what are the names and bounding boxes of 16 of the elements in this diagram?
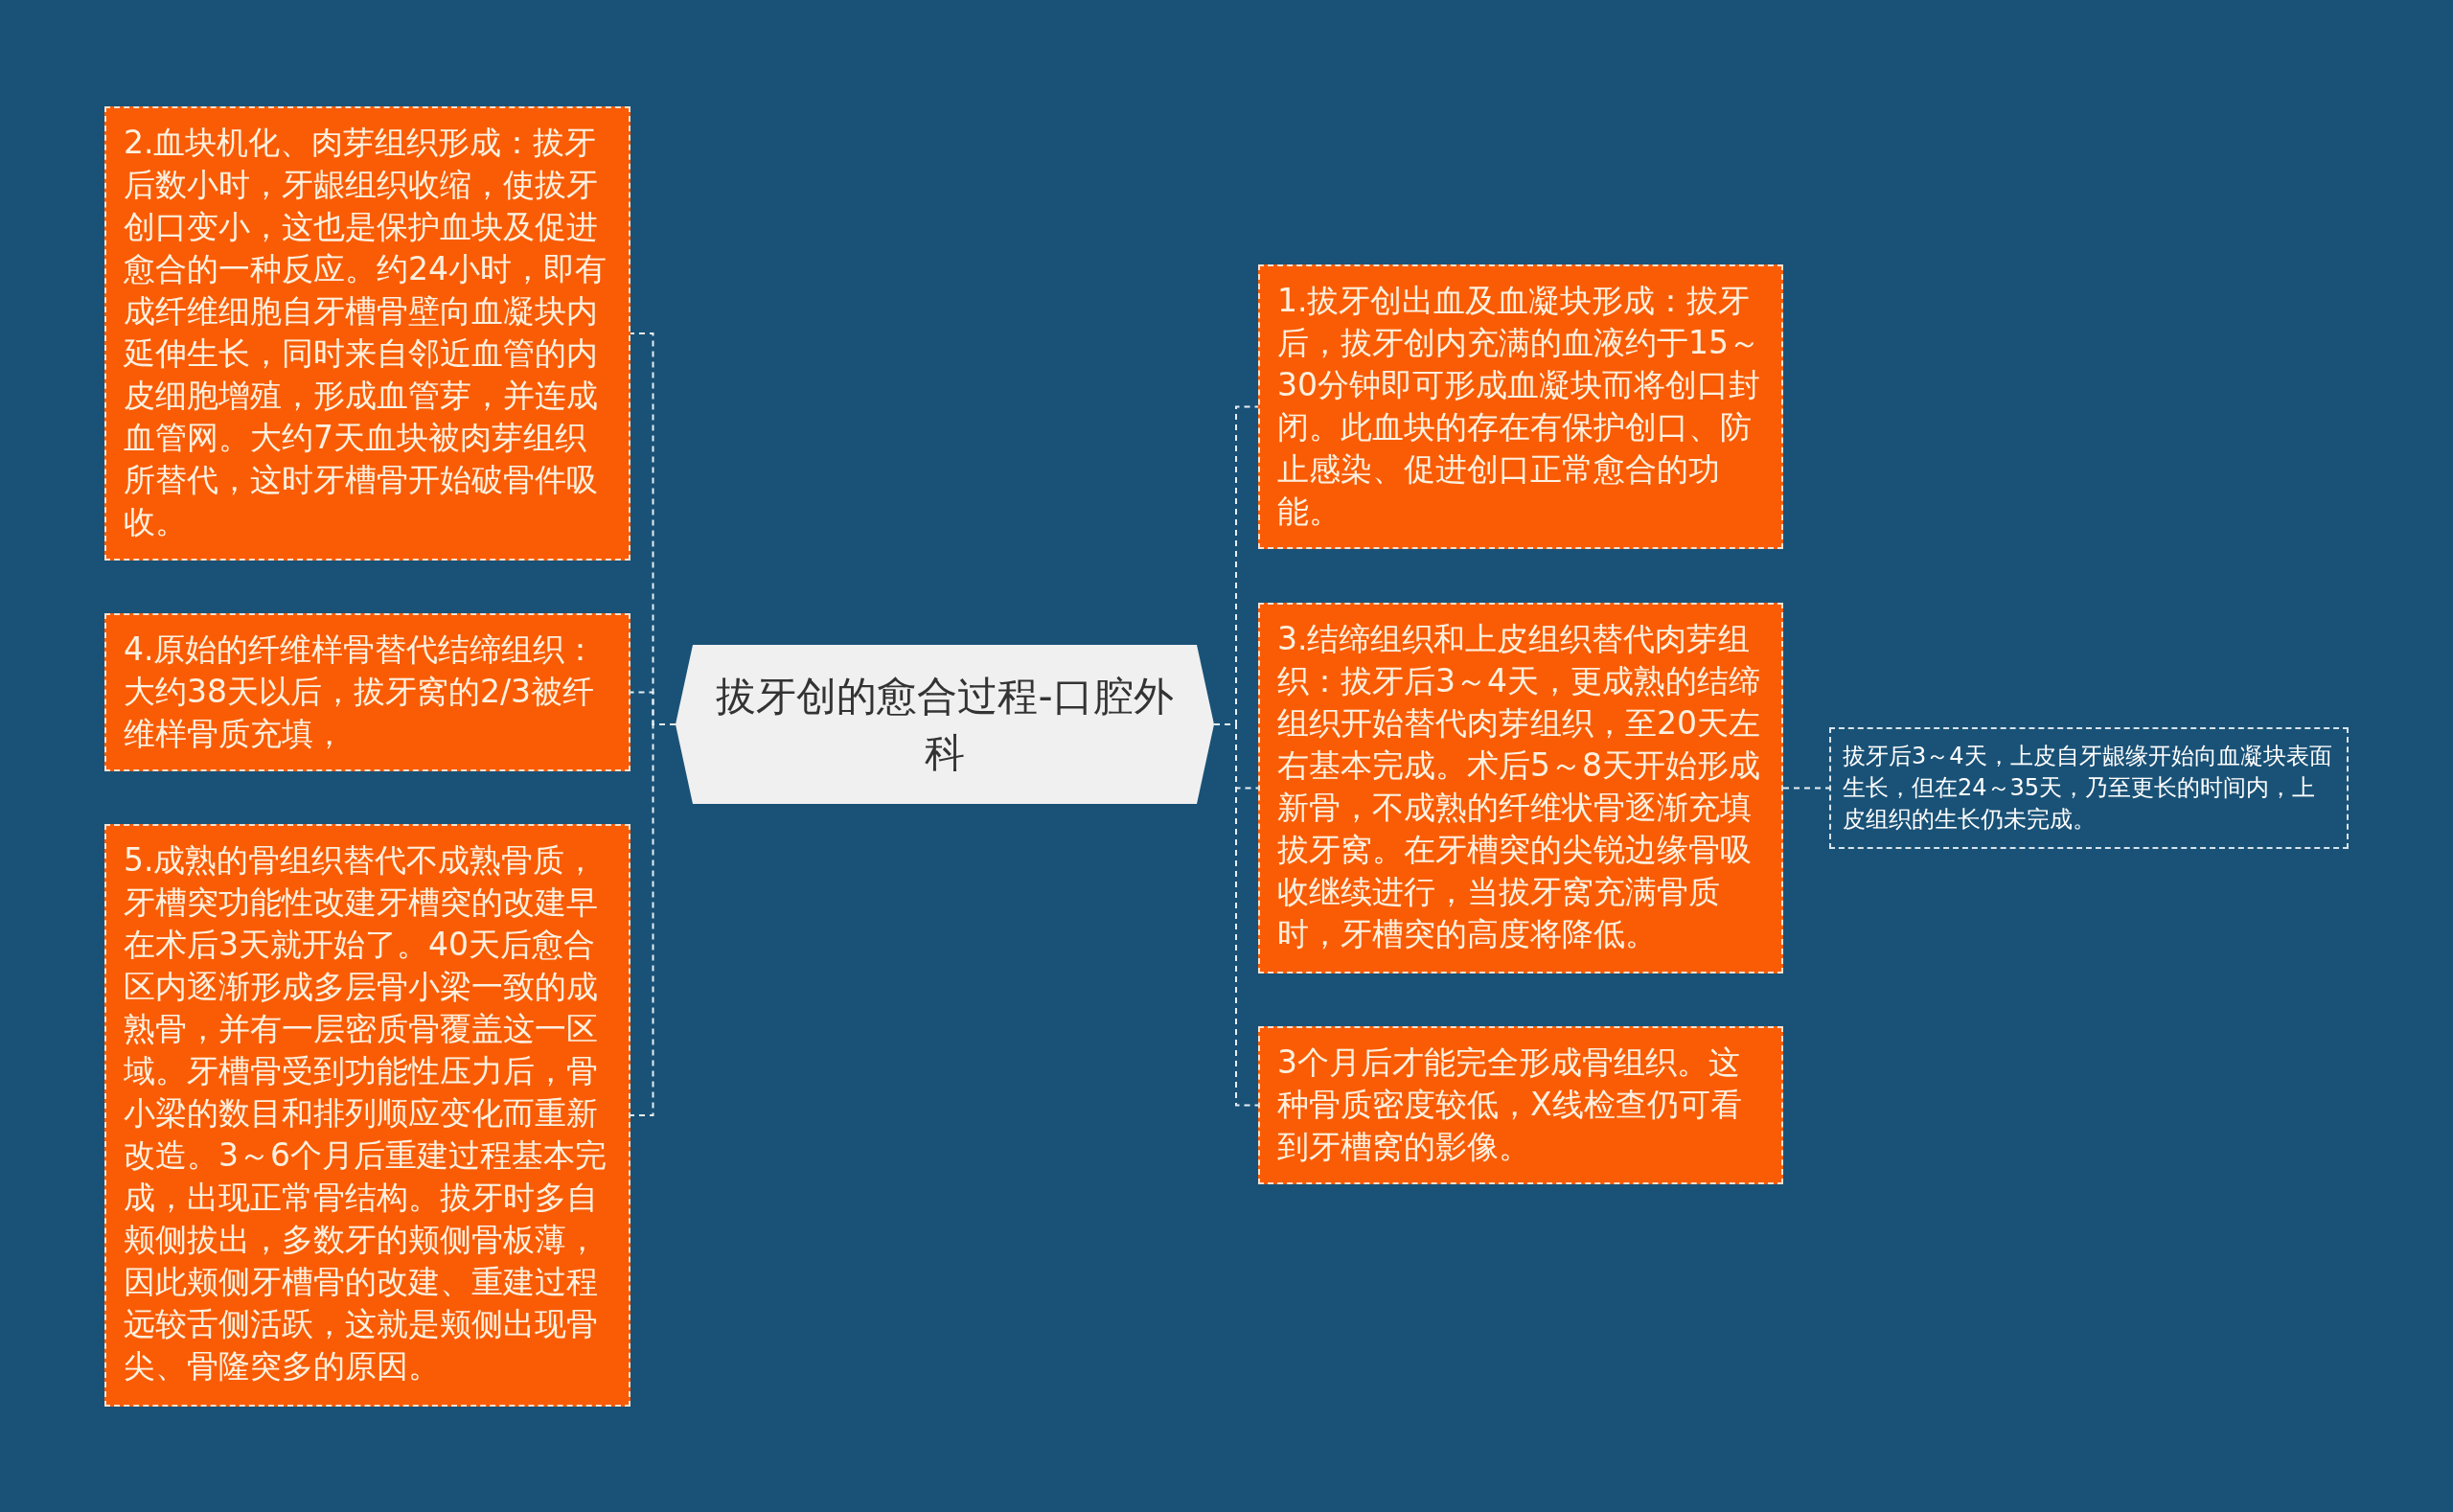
topic-text: 1.拔牙创出血及血凝块形成：拔牙后，拔牙创内充满的血液约于15～30分钟即可形成血凝块而将创口封闭。此血块的存在有保护创口、防止感染、促进创口正常愈合的功能。 bbox=[1277, 281, 1761, 532]
topic-card bbox=[104, 106, 630, 561]
topic-card bbox=[1258, 264, 1783, 549]
topic-text: 3个月后才能完全形成骨组织。这种骨质密度较低，X线检查仍可看到牙槽窝的影像。 bbox=[1277, 1042, 1743, 1167]
topic-card bbox=[1258, 1026, 1783, 1184]
note-box bbox=[1829, 727, 2349, 849]
note-text: 拔牙后3～4天，上皮自牙龈缘开始向血凝块表面生长，但在24～35天，乃至更长的时间内，上皮组织的生长仍未完成。 bbox=[1843, 742, 2333, 835]
central-topic bbox=[676, 645, 1214, 804]
topic-card bbox=[104, 613, 630, 771]
connector-line bbox=[1782, 787, 1830, 790]
topic-text: 5.成熟的骨组织替代不成熟骨质，牙槽突功能性改建牙槽突的改建早在术后3天就开始了。40天后愈合区内逐渐形成多层骨小梁一致的成熟骨，并有一层密质骨覆盖这一区域。牙槽骨受到功能性压力后，骨小梁的数目和排列顺应变化而重新改造。3～6个月后重建过程基本完成，出现正常骨结构。拔牙时多自颊侧拔出，多数牙的颊侧骨板薄，因此颊侧牙槽骨的改建、重建过程远较舌侧活跃，这就是颊侧出现骨尖、骨隆突多的原因。 bbox=[124, 840, 608, 1386]
topic-card bbox=[1258, 603, 1783, 974]
topic-text: 4.原始的纤维样骨替代结缔组织：大约38天以后，拔牙窝的2/3被纤维样骨质充填， bbox=[124, 630, 598, 754]
topic-text: 3.结缔组织和上皮组织替代肉芽组织：拔牙后3～4天，更成熟的结缔组织开始替代肉芽组织，至20天左右基本完成。术后5～8天开始形成新骨，不成熟的纤维状骨逐渐充填拔牙窝。在牙槽突的尖锐边缘骨吸收继续进行，当拔牙窝充满骨质时，牙槽突的高度将降低。 bbox=[1277, 619, 1761, 954]
topic-text: 2.血块机化、肉芽组织形成：拔牙后数小时，牙龈组织收缩，使拔牙创口变小，这也是保护血块及促进愈合的一种反应。约24小时，即有成纤维细胞自牙槽骨壁向血凝块内延伸生长，同时来自邻近血管的内皮细胞增殖，形成血管芽，并连成血管网。大约7天血块被肉芽组织所替代，这时牙槽骨开始破骨件吸收。 bbox=[124, 123, 608, 542]
topic-title: 拔牙创的愈合过程-口腔外科 bbox=[715, 672, 1175, 778]
